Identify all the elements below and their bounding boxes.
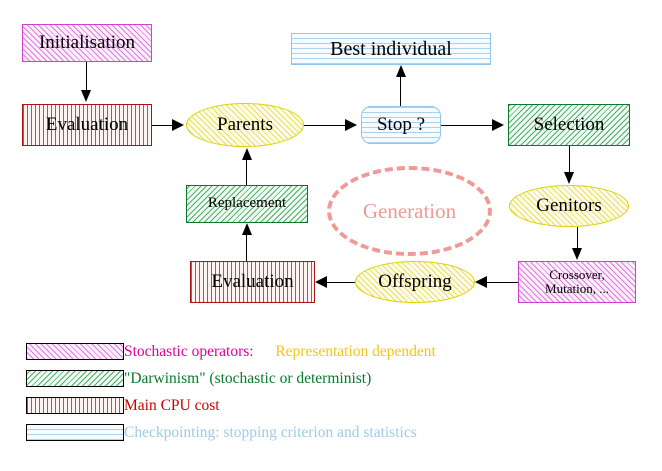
node-evaluation-bottom-label: Evaluation — [211, 271, 294, 293]
node-parents[interactable]: Parents — [186, 103, 304, 147]
edge-replacement-to-parents — [246, 155, 247, 186]
node-selection[interactable]: Selection — [508, 104, 630, 146]
node-replacement-label: Replacement — [207, 195, 287, 212]
legend-row: Main CPU cost — [0, 392, 662, 419]
arrowhead-parents-to-stop — [345, 119, 357, 131]
legend-label-main-cpu-cost: Main CPU cost — [124, 397, 220, 415]
node-selection-label: Selection — [533, 114, 605, 136]
arrowhead-evaluation-to-parents — [172, 119, 184, 131]
edge-selection-to-genitors — [569, 146, 570, 174]
legend-swatch-main-cpu-cost — [26, 397, 124, 414]
node-crossover-label-line1: Crossover, — [549, 267, 605, 283]
legend-text-primary: Stochastic operators: — [124, 342, 254, 360]
edge-offspring-to-evaluation — [326, 282, 356, 283]
legend-label-stochastic-operators: Stochastic operators: Representation dep… — [124, 343, 436, 361]
node-initialisation-label: Initialisation — [38, 32, 136, 54]
edge-initialisation-to-evaluation — [86, 62, 87, 92]
arrowhead-offspring-to-evaluation — [315, 276, 327, 288]
legend: Stochastic operators: Representation dep… — [0, 338, 662, 446]
arrowhead-replacement-to-parents — [242, 148, 252, 160]
legend-label-darwinism: "Darwinism" (stochastic or determinist) — [124, 370, 371, 388]
node-generation-label: Generation — [362, 198, 457, 223]
legend-text-primary: Main CPU cost — [124, 396, 220, 414]
edge-genitors-to-crossover — [577, 227, 578, 249]
node-stop[interactable]: Stop ? — [361, 106, 441, 144]
legend-swatch-darwinism — [26, 370, 124, 387]
arrowhead-crossover-to-offspring — [475, 276, 487, 288]
legend-label-checkpointing: Checkpointing: stopping criterion and st… — [124, 424, 417, 442]
node-offspring-label: Offspring — [378, 271, 452, 293]
node-best-individual[interactable]: Best individual — [291, 33, 491, 65]
node-parents-label: Parents — [217, 114, 273, 136]
edge-stop-to-best-individual — [400, 72, 401, 106]
node-crossover-mutation[interactable]: Crossover, Mutation, ... — [518, 261, 636, 303]
node-genitors[interactable]: Genitors — [509, 185, 629, 227]
edge-stop-to-selection — [441, 125, 495, 126]
legend-swatch-stochastic-operators — [26, 343, 124, 360]
legend-text-secondary: Representation dependent — [275, 342, 436, 360]
node-evaluation-top-label: Evaluation — [45, 114, 129, 136]
node-crossover-label-line2: Mutation, ... — [545, 281, 609, 296]
legend-row: "Darwinism" (stochastic or determinist) — [0, 365, 662, 392]
edge-evaluation-to-parents — [152, 125, 176, 126]
legend-text-primary: "Darwinism" (stochastic or determinist) — [124, 369, 372, 387]
node-evaluation-bottom[interactable]: Evaluation — [190, 261, 315, 303]
edge-evaluation-to-replacement — [246, 230, 247, 262]
arrowhead-evaluation-to-replacement — [242, 223, 252, 235]
edge-crossover-to-offspring — [486, 282, 518, 283]
node-replacement[interactable]: Replacement — [186, 185, 308, 223]
legend-swatch-checkpointing — [26, 424, 124, 441]
node-genitors-label: Genitors — [536, 195, 602, 217]
arrowhead-genitors-to-crossover — [572, 248, 582, 260]
arrowhead-initialisation-to-evaluation — [81, 90, 91, 102]
node-generation: Generation — [327, 166, 492, 256]
node-best-individual-label: Best individual — [330, 37, 452, 60]
arrowhead-stop-to-selection — [492, 119, 504, 131]
node-evaluation-top[interactable]: Evaluation — [22, 104, 152, 146]
arrowhead-selection-to-genitors — [564, 172, 574, 184]
node-stop-label: Stop ? — [376, 114, 426, 136]
legend-row: Checkpointing: stopping criterion and st… — [0, 419, 662, 446]
node-initialisation[interactable]: Initialisation — [22, 24, 152, 62]
arrowhead-stop-to-best-individual — [396, 65, 406, 77]
edge-parents-to-stop — [304, 125, 348, 126]
legend-text-primary: Checkpointing: stopping criterion and st… — [124, 423, 417, 441]
legend-row: Stochastic operators: Representation dep… — [0, 338, 662, 365]
node-offspring[interactable]: Offspring — [355, 261, 475, 303]
